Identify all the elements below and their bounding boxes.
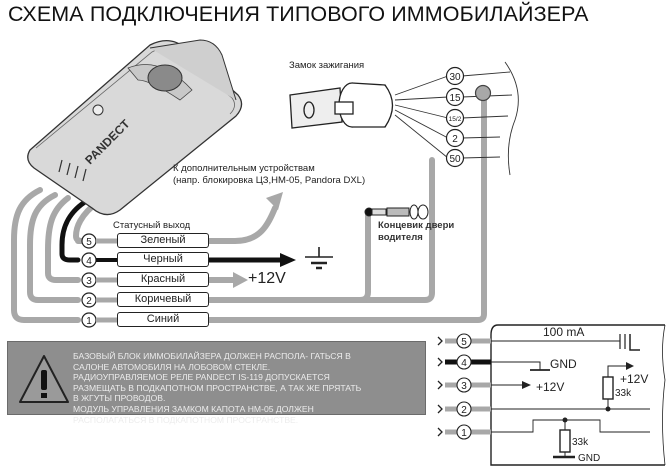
ignition-lock-icon [289, 82, 394, 129]
wire-label-3: Красный [117, 272, 209, 287]
door-switch-label: Концевик двери водителя [378, 220, 454, 244]
warning-line: В ЖГУТЫ ПРОВОДОВ. [73, 393, 166, 404]
pin-label: 4 [461, 358, 467, 369]
warning-line: РАДИОУПРАВЛЯЕМОЕ РЕЛЕ PANDECT IS-119 ДОП… [73, 372, 330, 383]
wire-number: 1 [86, 316, 92, 327]
ignition-label: Замок зажигания [289, 60, 365, 71]
wire-2-right [204, 157, 435, 303]
wire-number: 2 [86, 296, 92, 307]
plus12v-label: +12V [536, 380, 564, 394]
output-schematic [445, 324, 666, 466]
terminal-30 [445, 66, 465, 86]
terminal-2 [445, 128, 465, 148]
pin-label: 2 [461, 405, 467, 416]
terminal-label: 15/2 [449, 116, 462, 123]
accessory-note: К дополнительным устройствам (напр. блок… [173, 163, 365, 187]
gnd-label: GND [550, 357, 577, 371]
warning-line: САЛОНЕ АВТОМОБИЛЯ НА ЛОБОВОМ СТЕКЛЕ. [73, 361, 271, 372]
terminal-50 [445, 148, 465, 168]
wire-label-5: Зеленый [117, 233, 209, 248]
schematic-pins: 5 4 3 2 1 [437, 333, 472, 440]
warning-icon [19, 355, 69, 403]
ignition-junction-dot [474, 84, 492, 102]
plus12v-label-main: +12V [248, 270, 286, 287]
warning-line: БАЗОВЫЙ БЛОК ИММОБИЛАЙЗЕРА ДОЛЖЕН РАСПОЛ… [73, 351, 351, 361]
wire-2-path [27, 192, 81, 303]
schematic-12v-arrow [522, 381, 531, 389]
wire-1-path [11, 187, 81, 323]
ground-arrow-head [280, 253, 296, 267]
wire-label-1: Синий [117, 312, 209, 327]
terminal-label: 2 [452, 134, 458, 145]
ground-icon [305, 247, 333, 270]
terminal-15-2 [445, 108, 465, 128]
door-switch-line2: водителя [378, 232, 423, 243]
door-switch-line1: Концевик двери [378, 220, 455, 231]
wire-4-path [59, 197, 91, 263]
resistor-1-label: 33k [615, 388, 632, 399]
terminal-15 [445, 87, 465, 107]
terminal-label: 30 [449, 72, 461, 83]
warning-box: БАЗОВЫЙ БЛОК ИММОБИЛАЙЗЕРА ДОЛЖЕН РАСПОЛ… [7, 341, 426, 425]
gnd2-label: GND [578, 453, 600, 464]
status-output-label: Статусный выход [113, 220, 191, 231]
accessory-arrow-head [266, 192, 283, 210]
resistor-2-label: 33k [572, 437, 589, 448]
terminal-label: 50 [449, 154, 461, 165]
wire-1-right [204, 92, 487, 323]
wire-number: 3 [86, 276, 92, 287]
warning-line: РАСПОЛАГАТЬСЯ В ПОДКАПОТНОМ ПРОСТРАНСТВЕ… [73, 414, 299, 425]
junction-dot [605, 406, 611, 412]
wire-label-4: Черный [117, 252, 209, 267]
door-switch-wire [204, 209, 371, 303]
wire-label-2: Коричевый [117, 292, 209, 307]
plus12v-label-2: +12V [620, 372, 648, 386]
wire-5-path [73, 199, 101, 244]
wire-5-right [204, 205, 278, 244]
pin-label: 5 [461, 337, 467, 348]
accessory-note-line2: (напр. блокировка ЦЗ,НМ-05, Pandora DXL) [173, 175, 366, 186]
current-label: 100 mA [543, 325, 584, 339]
wire-number-circles: 5 4 3 2 1 [81, 233, 117, 328]
accessory-note-line1: К дополнительным устройствам [173, 163, 315, 174]
pin-label: 3 [461, 381, 467, 392]
wire-number: 4 [86, 256, 92, 267]
warning-line: МОДУЛЬ УПРАВЛЕНИЯ ЗАМКОМ КАПОТА НМ-05 ДО… [73, 403, 314, 414]
junction-dot [562, 417, 568, 423]
plus12v-arrow-head [233, 272, 248, 288]
door-switch-icon [364, 204, 429, 220]
wire-number: 5 [86, 237, 92, 248]
warning-line: РАЗМЕЩАТЬ В ПОДКАПОТНОМ ПРОСТРАНСТВЕ, А … [73, 382, 362, 393]
terminal-label: 15 [449, 93, 461, 104]
pin-label: 1 [461, 428, 467, 439]
diagram-title: СХЕМА ПОДКЛЮЧЕНИЯ ТИПОВОГО ИММОБИЛАЙЗЕРА [8, 2, 589, 26]
ignition-terminals: 30 15 15/2 2 50 [445, 66, 465, 168]
schematic-12v-arrow-2 [626, 362, 634, 370]
wire-3-path [45, 195, 81, 283]
immobilizer-device: PANDECT [27, 39, 243, 216]
warning-text: БАЗОВЫЙ БЛОК ИММОБИЛАЙЗЕРА ДОЛЖЕН РАСПОЛ… [73, 351, 423, 425]
